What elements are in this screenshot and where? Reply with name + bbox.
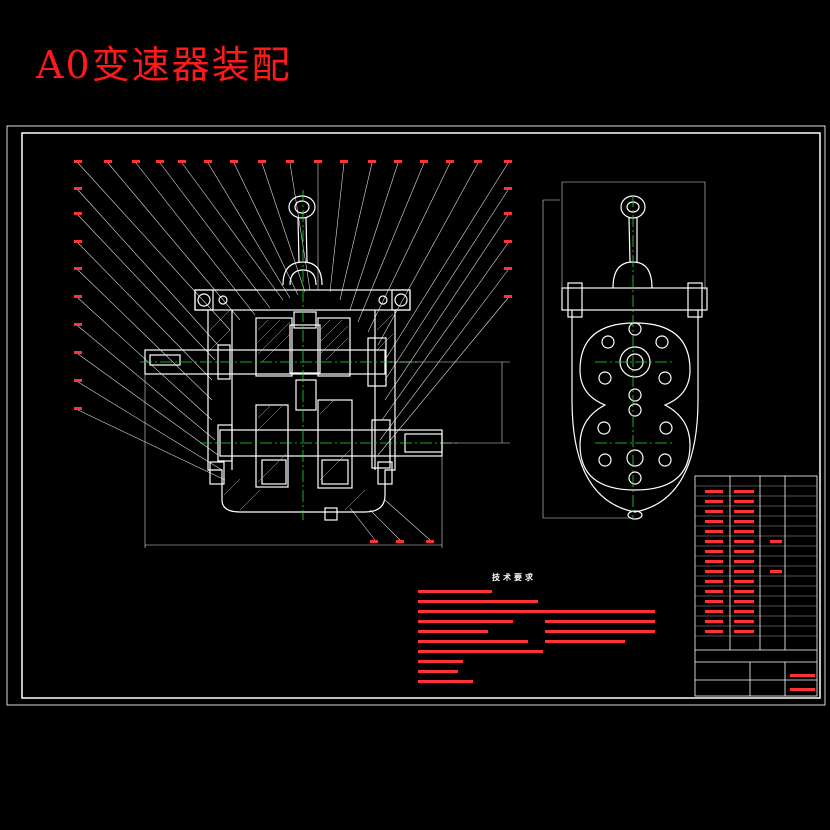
dimension-lines-front: [144, 361, 510, 548]
technical-requirements-heading: 技术要求: [492, 572, 536, 582]
section-hatching: [209, 309, 394, 511]
front-section-view: [74, 160, 512, 543]
center-lines-side: [595, 195, 675, 520]
parts-list-marks: [705, 490, 815, 691]
side-view: [561, 195, 708, 520]
technical-requirements: [418, 590, 655, 683]
parts-list-rows: [695, 485, 817, 637]
title-block: [694, 475, 818, 697]
dimension-lines-side: [542, 181, 706, 519]
cover-bolts: [597, 322, 673, 485]
outer-border: [6, 125, 826, 706]
center-lines-front: [140, 190, 460, 520]
drawing-title: A0变速器装配: [36, 43, 292, 87]
inner-border: [21, 132, 821, 699]
leader-lines: [77, 162, 509, 541]
part-number-tags: [74, 160, 512, 543]
